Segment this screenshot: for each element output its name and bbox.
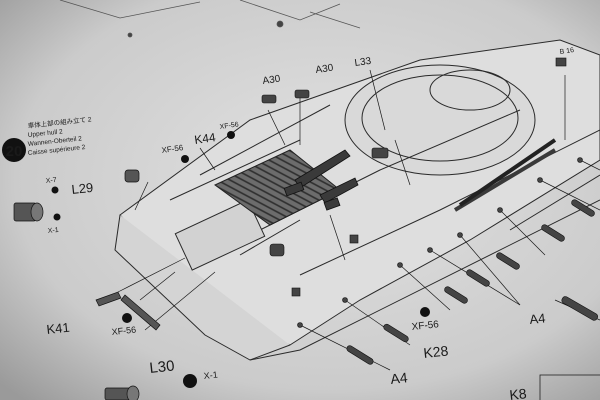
- label-a4-bottom: A4: [390, 369, 409, 387]
- assembly-leader-lines: [117, 69, 600, 371]
- paint-x1-upper: X-1: [47, 227, 59, 235]
- label-a4-right: A4: [529, 310, 546, 327]
- label-top-right: B 16: [559, 47, 574, 56]
- paint-xf56-k28: XF-56: [411, 319, 440, 333]
- upper-hull-drawing: [114, 39, 600, 361]
- paint-xf56-mid: XF-56: [219, 121, 239, 131]
- label-l30: L30: [149, 357, 176, 377]
- hull-fittings: [261, 57, 599, 365]
- loose-parts: [13, 169, 161, 400]
- inset-box: [539, 374, 600, 400]
- label-k8: K8: [509, 385, 528, 400]
- label-k28: K28: [423, 342, 450, 361]
- step-badge: [2, 138, 26, 162]
- step-title-en: Upper hull 2: [27, 128, 63, 139]
- step-number: 20: [6, 143, 23, 160]
- label-l33: L33: [354, 56, 372, 69]
- label-k41: K41: [46, 320, 71, 337]
- paint-x1-lower: X-1: [203, 370, 218, 381]
- paint-x7: X-7: [45, 177, 57, 185]
- paint-drops: [51, 131, 430, 388]
- tool-parts: [283, 138, 557, 211]
- label-k44: K44: [193, 130, 216, 147]
- paint-xf56-upper: XF-56: [161, 143, 184, 155]
- label-l29: L29: [71, 180, 94, 197]
- previous-step-fragment: [59, 0, 361, 38]
- label-a30-left: A30: [262, 74, 282, 87]
- paint-xf56-k41: XF-56: [111, 324, 136, 337]
- label-a30-right: A30: [315, 63, 335, 76]
